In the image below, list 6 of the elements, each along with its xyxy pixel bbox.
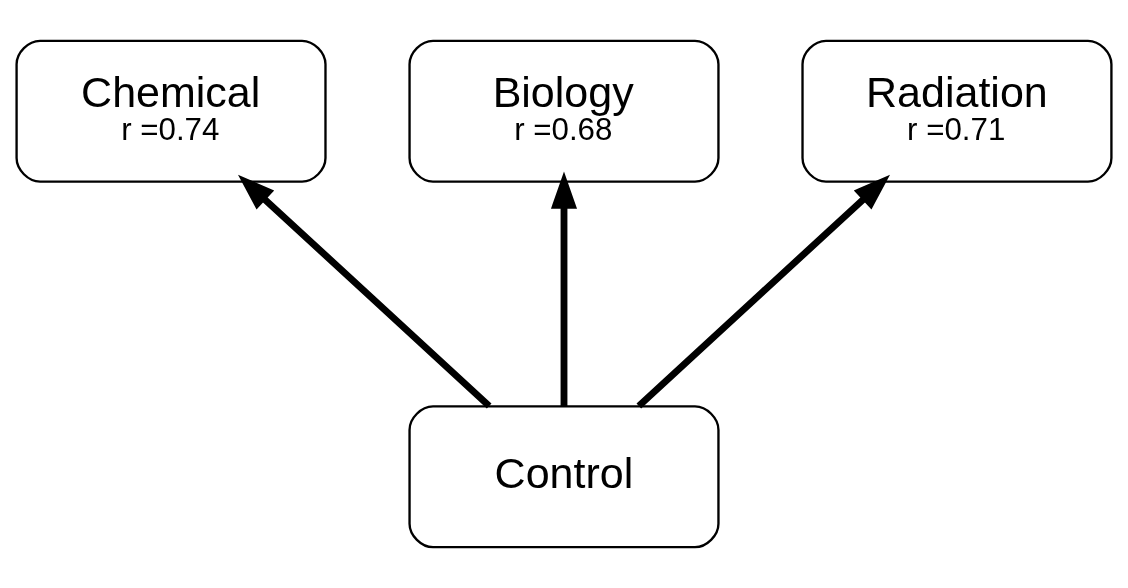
node-box: Biology r =0.68 <box>408 39 720 183</box>
node-box: Radiation r =0.71 <box>801 39 1113 183</box>
arrow <box>238 174 492 409</box>
arrow <box>636 174 890 409</box>
node-box: Chemical r =0.74 <box>15 39 327 183</box>
node-box: Control <box>408 405 720 549</box>
